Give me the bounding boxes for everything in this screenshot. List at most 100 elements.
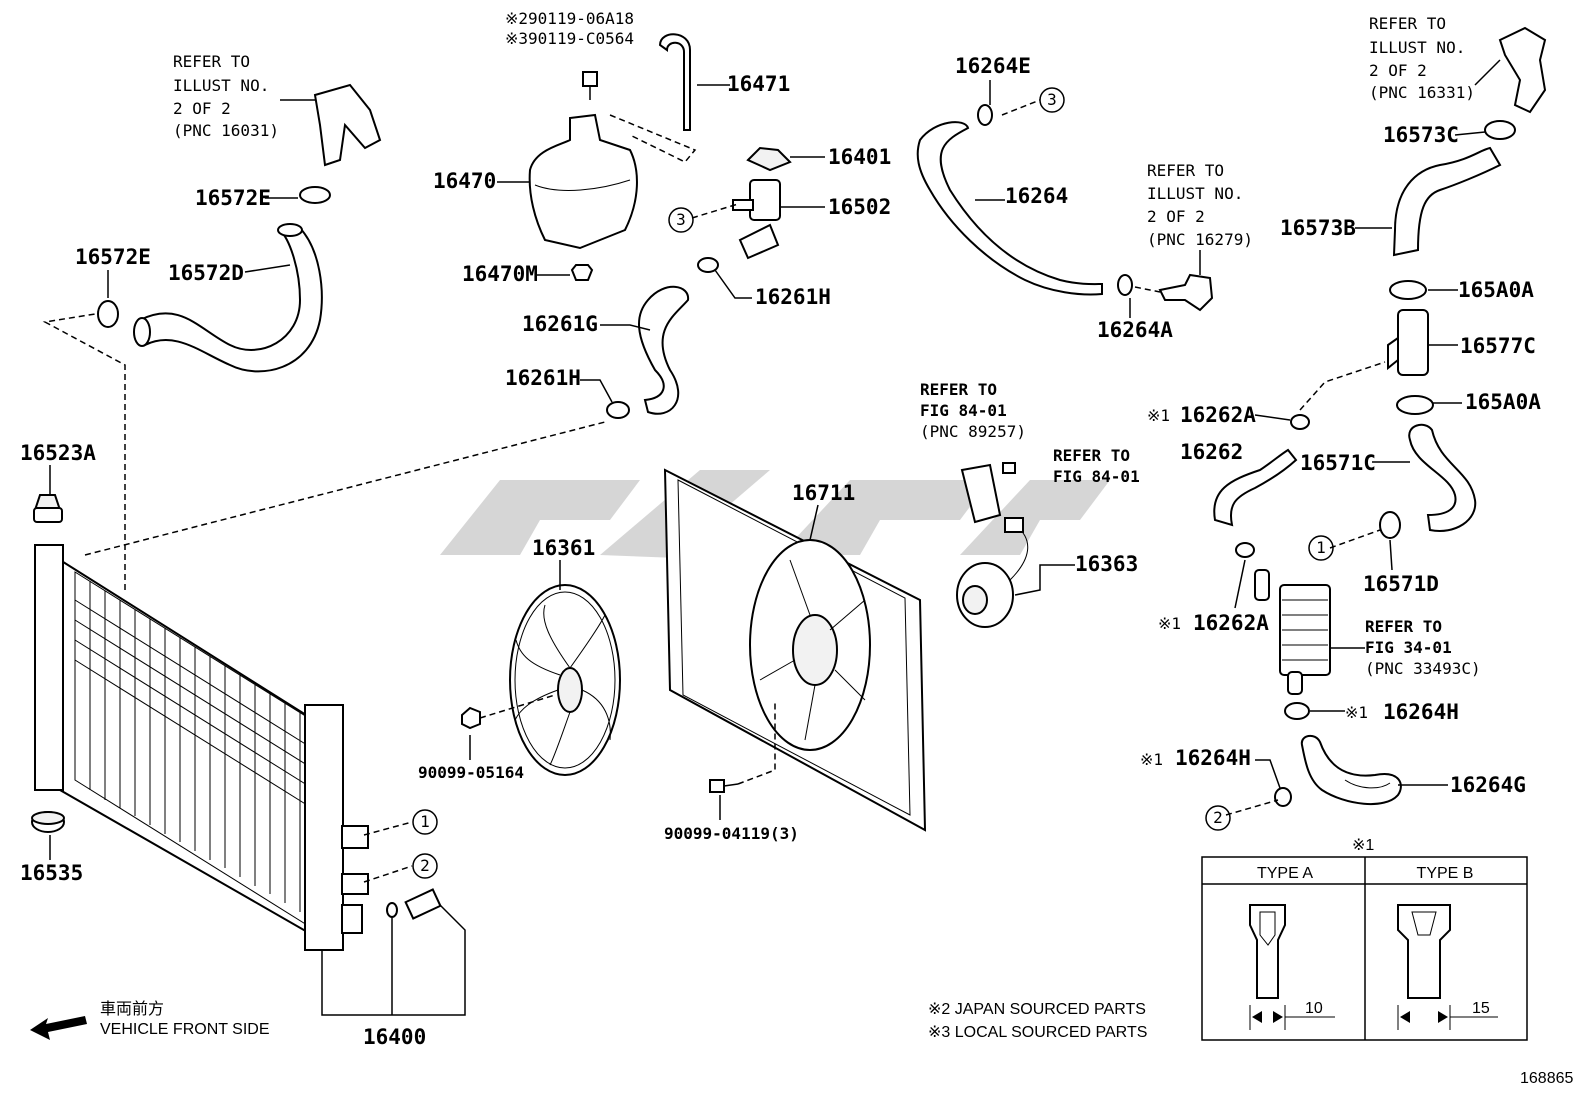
part-16401: 16401 [828, 145, 891, 169]
part-16471: 16471 [727, 72, 790, 96]
type-table [1201, 856, 1528, 1041]
outlet-ref-16331 [1498, 26, 1547, 114]
bolt-code-bolt [582, 71, 598, 100]
part-16571c: 16571C [1300, 451, 1376, 475]
part-16572e: 16572E [195, 186, 271, 210]
svg-text:2 OF 2: 2 OF 2 [1369, 61, 1427, 80]
clamp-16573c [1484, 120, 1516, 140]
part-16571d: 16571D [1363, 572, 1439, 596]
bolt-90099-04119 [709, 779, 739, 793]
part-16261h: 16261H [505, 366, 581, 390]
part-16523a: 16523A [20, 441, 96, 465]
radiator [34, 544, 369, 951]
svg-text:(PNC 89257): (PNC 89257) [920, 422, 1026, 441]
svg-text:REFER TO: REFER TO [1147, 161, 1224, 180]
hose-16573b [1392, 146, 1502, 257]
callout-3: 3 [1047, 90, 1057, 109]
svg-text:ILLUST NO.: ILLUST NO. [173, 76, 269, 95]
svg-text:2 OF 2: 2 OF 2 [173, 99, 231, 118]
type-b-dimension: 15 [1472, 1000, 1490, 1017]
callout-2: 2 [420, 856, 430, 875]
clamp-165a0a [1389, 280, 1434, 415]
mark-x1: ※1 [1345, 703, 1368, 722]
clamp-16261h [606, 257, 719, 419]
type-b-label: TYPE B [1417, 865, 1474, 882]
leader-lines [49, 59, 1501, 860]
fan-motor-16363 [956, 517, 1029, 628]
hose-16261g [637, 285, 690, 415]
svg-text:REFER TO: REFER TO [173, 52, 250, 71]
ref-note-16331: REFER TO ILLUST NO. 2 OF 2 (PNC 16331) [1369, 14, 1475, 102]
part-16264g: 16264G [1450, 773, 1526, 797]
fan-16361 [509, 584, 621, 776]
svg-text:FIG 84-01: FIG 84-01 [920, 401, 1007, 420]
ref-note-16279: REFER TO ILLUST NO. 2 OF 2 (PNC 16279) [1147, 161, 1253, 249]
part-16264h: 16264H [1383, 700, 1459, 724]
ref-note-89257: REFER TO FIG 84-01 (PNC 89257) [920, 380, 1026, 441]
part-16261g: 16261G [522, 312, 598, 336]
part-16361: 16361 [532, 536, 595, 560]
callout-1: 1 [420, 812, 430, 831]
ref-note-33493c: REFER TO FIG 34-01 (PNC 33493C) [1365, 617, 1481, 678]
part-16261h: 16261H [755, 285, 831, 309]
clamp-16262a [1235, 414, 1310, 558]
svg-text:REFER TO: REFER TO [1053, 446, 1130, 465]
part-16262: 16262 [1180, 440, 1243, 464]
oil-cooler-ref-33493c [1254, 569, 1331, 695]
svg-text:REFER TO: REFER TO [1369, 14, 1446, 33]
front-side-jp: 車両前方 [100, 1000, 164, 1018]
part-16573c: 16573C [1383, 123, 1459, 147]
resistor-ref-89257 [960, 462, 1016, 524]
bolt-code-2: ※390119-C0564 [505, 29, 634, 48]
figure-number: 168865 [1520, 1070, 1573, 1087]
part-16573b: 16573B [1280, 216, 1356, 240]
type-table-mark: ※1 [1352, 837, 1374, 854]
svg-text:REFER TO: REFER TO [1365, 617, 1442, 636]
part-16264: 16264 [1005, 184, 1068, 208]
svg-text:REFER TO: REFER TO [920, 380, 997, 399]
callout-2: 2 [1213, 808, 1223, 827]
clamp-16571d [1379, 511, 1401, 539]
hose-16471 [658, 33, 691, 131]
mark-x1: ※1 [1140, 750, 1163, 769]
svg-text:FIG 84-01: FIG 84-01 [1053, 467, 1140, 486]
type-a-label: TYPE A [1257, 865, 1313, 882]
mark-x1: ※1 [1158, 614, 1181, 633]
hose-16262 [1213, 448, 1298, 527]
cushion-16535 [31, 811, 65, 833]
part-16262a: 16262A [1193, 611, 1269, 635]
part-16535: 16535 [20, 861, 83, 885]
part-165a0a: 165A0A [1465, 390, 1541, 414]
callout-3: 3 [676, 210, 686, 229]
cap-16401 [746, 146, 792, 172]
dashed-lines [42, 99, 1386, 883]
front-side-arrow-icon [30, 1016, 87, 1040]
svg-text:FIG 34-01: FIG 34-01 [1365, 638, 1452, 657]
note-local-sourced: ※3 LOCAL SOURCED PARTS [928, 1024, 1147, 1041]
callout-circles [412, 87, 1334, 879]
part-16470m: 16470M [462, 262, 538, 286]
ref-note-16031: REFER TO ILLUST NO. 2 OF 2 (PNC 16031) [173, 52, 279, 140]
part-16572d: 16572D [168, 261, 244, 285]
hose-clamp-16572e [97, 186, 331, 328]
joint-ref-16279 [1158, 273, 1214, 312]
clamp-16264a [1117, 274, 1133, 296]
hose-16264g [1300, 734, 1402, 806]
fan-shroud-16711 [663, 468, 927, 832]
svg-text:2 OF 2: 2 OF 2 [1147, 207, 1205, 226]
upper-hose-16572d [133, 223, 323, 373]
reserve-tank-16470 [528, 113, 638, 250]
type-a-dimension: 10 [1305, 1000, 1323, 1017]
part-16572e: 16572E [75, 245, 151, 269]
svg-text:(PNC 16031): (PNC 16031) [173, 121, 279, 140]
part-16262a: 16262A [1180, 403, 1256, 427]
svg-text:(PNC 16331): (PNC 16331) [1369, 83, 1475, 102]
svg-text:ILLUST NO.: ILLUST NO. [1369, 38, 1465, 57]
svg-text:ILLUST NO.: ILLUST NO. [1147, 184, 1243, 203]
part-16400: 16400 [363, 1025, 426, 1049]
callout-1: 1 [1316, 538, 1326, 557]
part-16264h: 16264H [1175, 746, 1251, 770]
clamp-16264h [1274, 702, 1310, 807]
part-165a0a: 165A0A [1458, 278, 1534, 302]
